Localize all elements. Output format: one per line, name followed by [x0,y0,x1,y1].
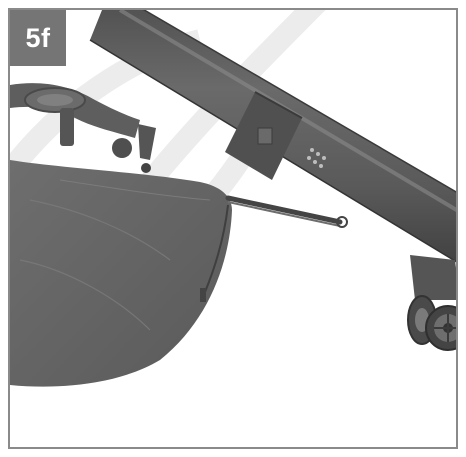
bag-zipper-icon [200,204,229,302]
tube-clamp-icon [225,91,326,180]
bag-strap-icon [225,195,348,228]
step-number-badge: 5f [10,10,66,66]
handle-connector-icon [138,124,156,173]
handle-icon [10,83,140,158]
collection-bag-icon [10,160,232,387]
wheel-assembly-icon [407,255,456,351]
figure-border [8,8,458,449]
